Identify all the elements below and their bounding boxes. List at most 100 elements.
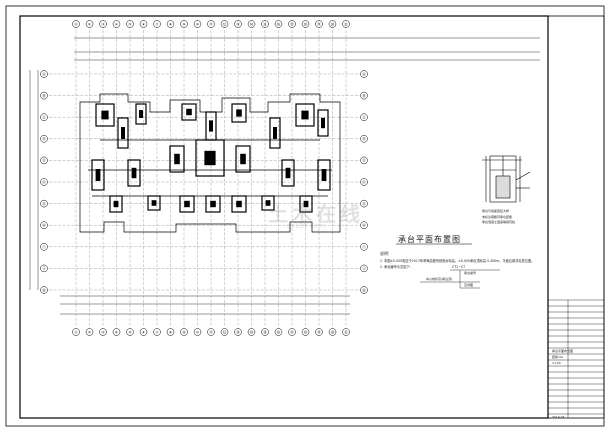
column-section	[204, 150, 216, 166]
grid-bubble	[99, 328, 107, 336]
grid-bubble	[193, 328, 202, 336]
column-section	[184, 200, 190, 208]
title-block-cell: 2014.03	[552, 415, 565, 419]
grid-bubble	[360, 156, 368, 165]
grid-bubble	[85, 20, 94, 28]
grid-bubble	[40, 286, 48, 294]
grid-bubble	[40, 199, 48, 208]
grid-bubble-label: Ⓚ	[362, 287, 366, 292]
pile-cap	[205, 195, 221, 213]
column-section	[186, 108, 192, 116]
note-sub-3: 见详图	[464, 283, 474, 287]
grid-bubble	[288, 20, 296, 28]
title-block-cell: 结施-02	[552, 355, 563, 359]
grid-bubble-label: ⑫	[223, 329, 227, 334]
column-section	[236, 200, 242, 208]
grid-bubble	[40, 70, 48, 78]
grid-bubble	[126, 328, 134, 336]
detail-caption-1: 承台与地梁连接大样	[482, 209, 510, 213]
title-block-cell: 1:100	[552, 361, 561, 365]
grid-bubble	[40, 91, 48, 100]
grid-bubble-label: Ⓙ	[42, 266, 46, 271]
grid-bubble-label: ㉑	[344, 21, 348, 26]
grid-bubble	[40, 156, 48, 165]
grid-bubble-label: ⑭	[250, 329, 254, 334]
notes-heading: 说明:	[380, 251, 390, 256]
column-section	[113, 200, 119, 208]
grid-bubble-label: Ⓒ	[362, 115, 366, 120]
grid-bubble	[126, 20, 134, 28]
pile-cap	[117, 117, 129, 149]
grid-bubble	[328, 20, 337, 28]
grid-bubble	[360, 70, 368, 78]
grid-bubble-label: ⑤	[128, 22, 131, 26]
note-tag-label: CT1~CT	[452, 265, 466, 269]
grid-bubble	[360, 286, 368, 294]
grid-bubble-label: ⑫	[223, 21, 227, 26]
grid-bubble-label: ⑪	[209, 21, 213, 26]
detail-caption-3: 承台混凝土强度等级同柱	[482, 220, 516, 224]
grid-bubble-label: ⑨	[182, 22, 185, 26]
column-section	[285, 167, 291, 179]
title-block	[547, 15, 605, 419]
grid-bubble	[234, 20, 242, 28]
column-section	[209, 120, 213, 132]
grid-bubble	[274, 328, 283, 336]
grid-bubble-label: Ⓔ	[362, 158, 366, 163]
grid-bubble-label: ⑭	[250, 21, 254, 26]
column-section	[236, 109, 242, 117]
grid-bubble-label: Ⓑ	[42, 93, 46, 98]
note-sub-2: 中心地标高(承台顶)	[426, 277, 453, 281]
grid-bubble	[261, 328, 269, 336]
grid-bubble-label: ⑪	[209, 329, 213, 334]
grid-bubble-label: ③	[101, 22, 104, 26]
grid-bubble-label: ⑦	[155, 330, 158, 334]
grid-bubble	[342, 20, 350, 28]
pile-cap	[317, 159, 331, 191]
grid-bubble-label: Ⓒ	[42, 115, 46, 120]
grid-bubble	[207, 20, 215, 28]
column-section	[151, 200, 157, 206]
grid-bubble	[72, 328, 80, 336]
grid-bubble-label: Ⓐ	[42, 71, 46, 76]
column-section	[265, 200, 271, 206]
grid-bubble-label: Ⓔ	[42, 158, 46, 163]
column-section	[101, 110, 109, 120]
grid-bubble	[360, 113, 368, 121]
grid-bubble	[153, 328, 161, 336]
left-dimension-lines	[29, 70, 39, 290]
grid-bubble	[288, 328, 296, 336]
grid-bubble-label: Ⓐ	[362, 71, 366, 76]
grid-bubble-label: ⑥	[142, 22, 146, 26]
grid-bubble	[193, 20, 202, 28]
grid-bubble	[315, 328, 323, 336]
pile-cap	[95, 103, 115, 127]
grid-bubble-label: ⑬	[236, 329, 240, 334]
column-section	[95, 169, 101, 181]
pile-cap	[281, 159, 295, 187]
grid-bubble-label: Ⓓ	[362, 136, 366, 141]
grid-bubble-label: ⑥	[142, 330, 146, 334]
column-section	[321, 169, 327, 181]
column-section	[174, 153, 180, 165]
grid-bubble-label: ⑲	[317, 21, 321, 26]
grid-bubble	[360, 135, 368, 143]
cap-detail-section	[482, 155, 531, 203]
column-section	[131, 167, 137, 179]
grid-bubble-label: ⑯	[277, 21, 281, 26]
grid-bubble	[99, 20, 107, 28]
grid-bubble	[315, 20, 323, 28]
pile-cap	[231, 195, 247, 213]
grid-bubble-label: ⑩	[196, 330, 199, 334]
grid-bubble	[40, 221, 48, 229]
grid-bubble-label: ⑤	[128, 330, 131, 334]
grid-bubble-label: ①	[74, 22, 77, 26]
detail-caption-2: 未标注钢筋同承台配筋	[482, 215, 513, 219]
grid-bubble-label: ㉑	[344, 329, 348, 334]
pile-cap	[179, 195, 195, 213]
grid-bubble-label: ⑳	[331, 21, 335, 26]
grid-bubble	[139, 328, 148, 336]
grid-bubble-label: ⑧	[169, 22, 173, 26]
grid-bubble	[328, 328, 337, 336]
